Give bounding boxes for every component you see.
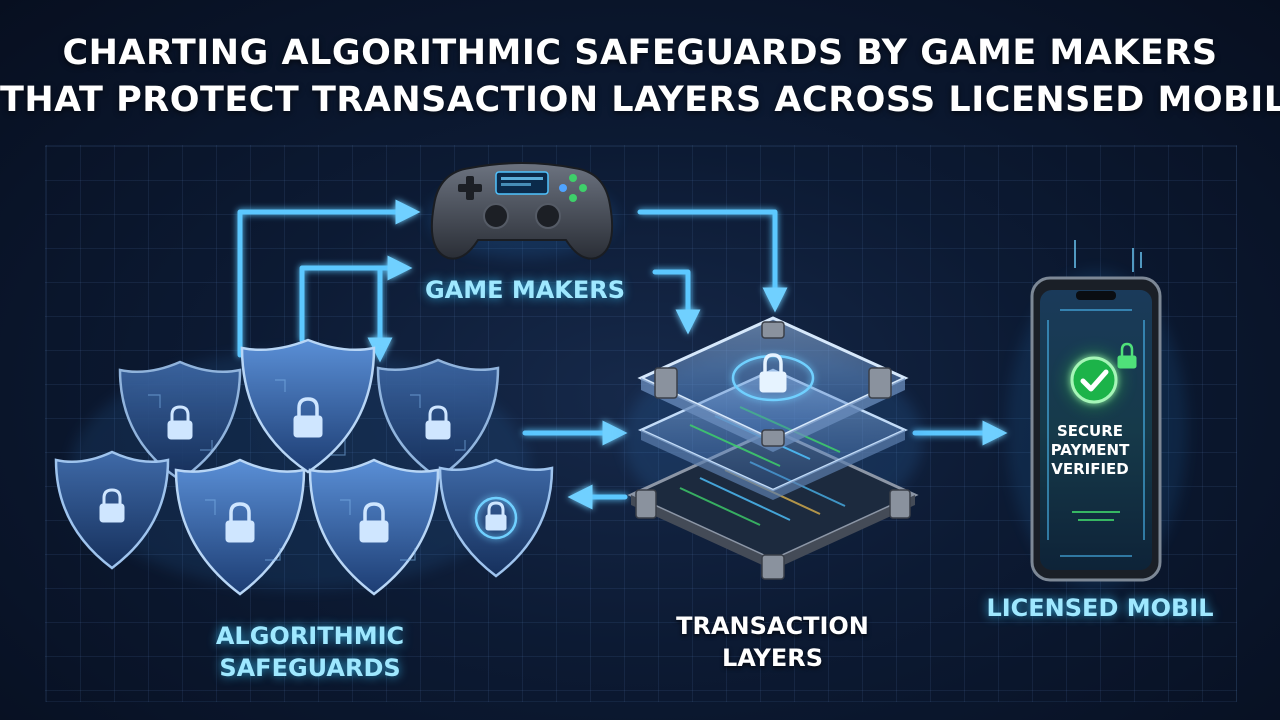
page-title: CHARTING ALGORITHMIC SAFEGUARDS BY GAME …: [0, 30, 1280, 124]
title-line-1: CHARTING ALGORITHMIC SAFEGUARDS BY GAME …: [62, 33, 1218, 73]
title-line-2: THAT PROTECT TRANSACTION LAYERS ACROSS L…: [0, 80, 1280, 120]
game-makers-label: GAME MAKERS: [424, 276, 626, 304]
layer-stack-icon: [623, 316, 923, 580]
arrow-gamemakers-to-safeguards: [349, 265, 393, 363]
phone-status-line-2: PAYMENT: [1050, 441, 1130, 459]
safeguards-label-line-1: ALGORITHMIC: [215, 622, 405, 650]
safeguards-label-line-2: SAFEGUARDS: [219, 654, 401, 682]
padlock-icon: [99, 397, 518, 543]
arrow-safeguards-to-gamemakers-inner: [299, 255, 413, 343]
checkmark-icon: [1080, 369, 1109, 392]
transaction-layers-label: TRANSACTION LAYERS: [650, 610, 895, 674]
game-controller-icon: [427, 162, 617, 260]
phone-status-line-1: SECURE: [1056, 422, 1124, 440]
flow-arrows: [237, 199, 1008, 510]
licensed-mobile-label: LICENSED MOBIL: [986, 594, 1214, 622]
shield-cluster: [54, 338, 554, 596]
transaction-label-line-1: TRANSACTION: [676, 612, 869, 640]
smartphone-icon: [1007, 240, 1187, 590]
arrow-gamemakers-to-transaction-top: [637, 209, 788, 313]
transaction-label-line-2: LAYERS: [721, 644, 824, 672]
phone-status-line-3: VERIFIED: [1051, 460, 1129, 478]
shield-lock-icon: [240, 338, 376, 474]
phone-status-text: SECURE PAYMENT VERIFIED: [1040, 422, 1140, 479]
safeguards-label: ALGORITHMIC SAFEGUARDS: [190, 620, 430, 684]
arrow-safeguards-to-gamemakers-outer: [237, 199, 421, 358]
arrow-gamemakers-to-transaction: [652, 269, 701, 335]
